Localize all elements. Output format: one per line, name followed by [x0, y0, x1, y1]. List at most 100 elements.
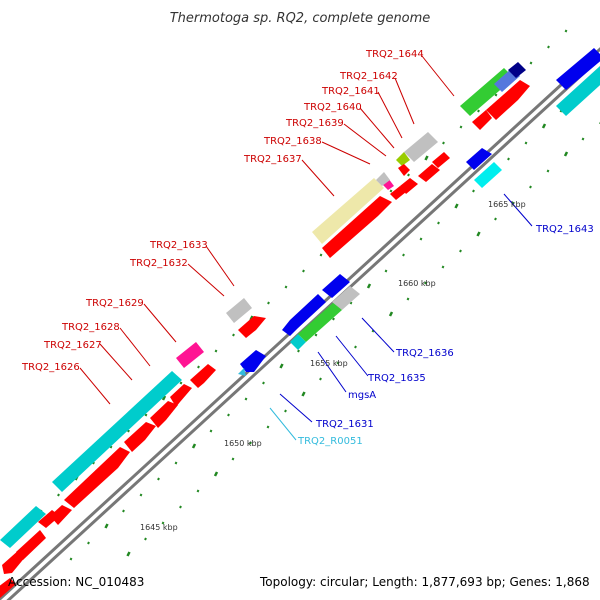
- gene-feature[interactable]: [16, 530, 46, 560]
- gene-feature[interactable]: [322, 274, 350, 298]
- scale-tick: [87, 541, 90, 545]
- gene-feature[interactable]: [190, 364, 216, 388]
- gene-label-trq2-r0051[interactable]: TRQ2_R0051: [297, 436, 363, 447]
- scale-tick: [459, 249, 462, 253]
- scale-tick: [249, 441, 252, 445]
- scale-tick: [284, 285, 288, 289]
- scale-tick: [92, 461, 95, 465]
- scale-tick: [472, 189, 475, 193]
- scale-tick: [419, 237, 423, 241]
- scale-tick: [442, 141, 445, 145]
- gene-feature[interactable]: [376, 172, 390, 186]
- scale-tick: [196, 489, 200, 493]
- gene-feature[interactable]: [472, 110, 492, 130]
- genome-summary-text: Topology: circular; Length: 1,877,693 bp…: [259, 575, 590, 589]
- gene-label-trq2-1635[interactable]: TRQ2_1635: [367, 373, 426, 384]
- gene-feature[interactable]: [474, 162, 502, 188]
- scale-tick: [476, 231, 481, 237]
- gene-feature[interactable]: [404, 132, 438, 162]
- gene-label-mgsa[interactable]: mgsA: [348, 390, 376, 401]
- gene-feature[interactable]: [240, 350, 266, 372]
- scale-tick: [389, 189, 393, 193]
- scale-tick: [524, 141, 528, 145]
- scale-tick: [384, 269, 388, 273]
- gene-feature[interactable]: [396, 152, 410, 166]
- gene-label-trq2-1642[interactable]: TRQ2_1642: [339, 71, 398, 82]
- gene-feature[interactable]: [322, 196, 392, 258]
- scale-tick: [297, 349, 300, 353]
- scale-tick: [459, 125, 463, 129]
- gene-feature[interactable]: [124, 422, 156, 452]
- gene-feature[interactable]: [432, 152, 450, 168]
- gene-feature[interactable]: [0, 506, 46, 548]
- gene-feature[interactable]: [332, 286, 360, 310]
- scale-tick: [494, 93, 498, 97]
- gene-label-trq2-1637[interactable]: TRQ2_1637: [243, 154, 302, 165]
- scale-tick: [529, 61, 533, 65]
- scale-tick: [262, 381, 265, 385]
- gene-feature[interactable]: [486, 80, 530, 120]
- scale-tick: [209, 429, 213, 433]
- gene-feature[interactable]: [312, 178, 384, 244]
- scale-tick: [232, 333, 235, 337]
- gene-feature[interactable]: [400, 178, 418, 194]
- scale-tick: [547, 45, 550, 49]
- gene-feature[interactable]: [226, 298, 252, 323]
- gene-feature[interactable]: [298, 302, 342, 342]
- gene-feature[interactable]: [466, 148, 492, 170]
- scale-label: 1650 kbp: [224, 439, 262, 448]
- gene-label-trq2-1643[interactable]: TRQ2_1643: [535, 224, 594, 235]
- scale-tick: [301, 391, 306, 397]
- scale-tick: [174, 461, 178, 465]
- scale-tick: [424, 155, 429, 161]
- gene-feature[interactable]: [508, 62, 526, 78]
- gene-feature[interactable]: [238, 368, 246, 376]
- gene-feature[interactable]: [150, 401, 178, 428]
- scale-tick: [424, 281, 427, 285]
- gene-label-trq2-1628[interactable]: TRQ2_1628: [61, 322, 120, 333]
- gene-label-trq2-1633[interactable]: TRQ2_1633: [149, 240, 208, 251]
- gene-feature[interactable]: [176, 342, 204, 368]
- gene-feature[interactable]: [0, 578, 16, 598]
- scale-tick: [437, 221, 440, 225]
- gene-feature[interactable]: [52, 371, 182, 492]
- scale-tick: [564, 29, 568, 33]
- gene-feature[interactable]: [418, 164, 440, 182]
- gene-label-trq2-1631[interactable]: TRQ2_1631: [315, 419, 374, 430]
- gene-label-trq2-1640[interactable]: TRQ2_1640: [303, 102, 362, 113]
- gene-label-trq2-1638[interactable]: TRQ2_1638: [263, 136, 322, 147]
- gene-feature[interactable]: [398, 164, 410, 176]
- gene-label-trq2-1632[interactable]: TRQ2_1632: [129, 258, 188, 269]
- scale-tick: [231, 457, 235, 461]
- gene-feature[interactable]: [390, 186, 406, 200]
- scale-tick: [529, 185, 532, 189]
- scale-tick: [214, 349, 218, 353]
- scale-tick: [494, 217, 497, 221]
- accession-text: Accession: NC_010483: [8, 575, 144, 589]
- scale-tick: [122, 509, 125, 513]
- gene-label-trq2-1626[interactable]: TRQ2_1626: [21, 362, 80, 373]
- gene-feature[interactable]: [50, 505, 72, 525]
- gene-feature[interactable]: [282, 294, 326, 336]
- gene-label-trq2-1641[interactable]: TRQ2_1641: [321, 86, 380, 97]
- gene-label-trq2-1627[interactable]: TRQ2_1627: [43, 340, 102, 351]
- gene-feature[interactable]: [556, 66, 600, 116]
- gene-feature[interactable]: [38, 510, 60, 528]
- scale-tick: [109, 445, 113, 449]
- gene-label-trq2-1636[interactable]: TRQ2_1636: [395, 348, 454, 359]
- gene-label-trq2-1644[interactable]: TRQ2_1644: [365, 49, 424, 60]
- scale-tick: [227, 413, 230, 417]
- scale-tick: [244, 397, 248, 401]
- gene-feature[interactable]: [64, 447, 130, 508]
- scale-tick: [179, 381, 183, 385]
- gene-feature[interactable]: [170, 384, 192, 407]
- gene-label-trq2-1639[interactable]: TRQ2_1639: [285, 118, 344, 129]
- gene-feature[interactable]: [238, 316, 266, 338]
- scale-tick: [349, 301, 353, 305]
- scale-tick: [139, 493, 143, 497]
- gene-label-trq2-1629[interactable]: TRQ2_1629: [85, 298, 144, 309]
- scale-tick: [267, 301, 270, 305]
- scale-tick: [402, 253, 405, 257]
- gene-feature[interactable]: [556, 48, 600, 90]
- scale-tick: [388, 311, 394, 317]
